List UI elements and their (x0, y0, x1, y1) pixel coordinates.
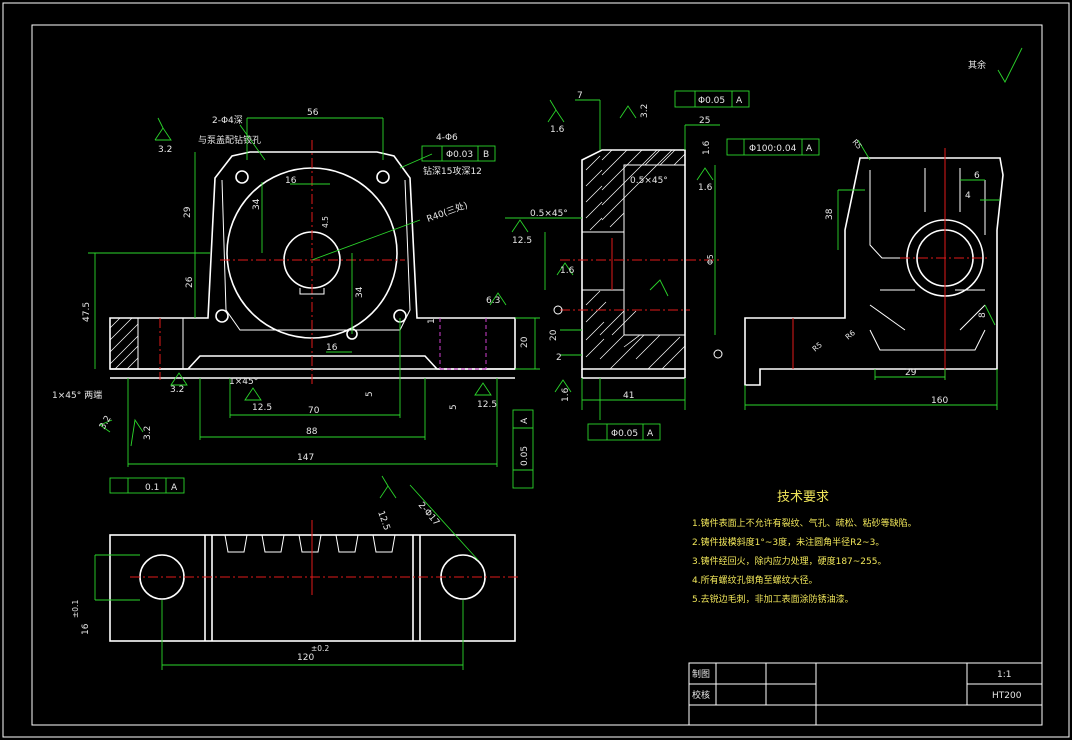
dim-1: 1 (427, 318, 437, 324)
title-material: HT200 (992, 691, 1022, 701)
rough-3-2-a: 3.2 (158, 145, 172, 155)
title-checked-label: 校核 (692, 689, 710, 701)
dim-16-top: 16 (285, 176, 297, 186)
tech-req-item-5: 5.去锐边毛刺，非加工表面涂防锈油漆。 (692, 593, 854, 605)
chamfer-1x45: 1×45° (229, 377, 258, 387)
dim-120: 120 (297, 653, 314, 663)
right-view (744, 139, 1004, 410)
tol-datum-a2: A (520, 417, 530, 424)
rough-1-6: 1.6 (550, 125, 565, 135)
tol-position-phi003: Φ0.03 (446, 150, 473, 160)
dim-147: 147 (297, 453, 314, 463)
dim-20-side: 20 (549, 329, 559, 341)
radius-r6: R6 (844, 328, 858, 341)
chamfer-05-a: 0.5×45° (630, 176, 668, 186)
dim-29-right: 29 (905, 368, 917, 378)
dim-26: 26 (185, 276, 195, 288)
tol-120: ±0.2 (311, 644, 329, 653)
tol-datum-side-b: A (806, 144, 813, 154)
rough-1-6-b: 1.6 (702, 140, 712, 155)
rough-12-5-top: 12.5 (375, 510, 391, 532)
dim-34-b: 34 (355, 286, 365, 298)
dim-8-right: 8 (978, 312, 988, 318)
rough-1-6-e: 1.6 (561, 387, 571, 402)
rough-3-2-side: 3.2 (640, 104, 650, 118)
tol-datum-b: B (483, 150, 489, 160)
top-view (94, 475, 520, 670)
dim-2-side: 2 (556, 353, 562, 363)
rough-12-5-a: 12.5 (252, 403, 272, 413)
title-drawn-label: 制图 (692, 668, 710, 680)
dim-38: 38 (825, 208, 835, 220)
roughness-corner (997, 47, 1023, 83)
side-view (505, 90, 820, 441)
note-drill-ream: 与泵盖配钻铰孔 (198, 134, 261, 146)
tol-perp-005: Φ0.05 (698, 96, 725, 106)
dim-5-b: 5 (449, 404, 459, 410)
rough-3-2-c: 3.2 (143, 426, 153, 440)
dim-4-5: 4.5 (321, 216, 330, 228)
dim-phi-side: Φ5 (706, 254, 715, 265)
rough-1-6-c: 1.6 (698, 183, 713, 193)
tech-req-item-2: 2.铸件拔模斜度1°~3度，未注圆角半径R2~3。 (692, 536, 884, 548)
dim-20: 20 (520, 336, 530, 348)
dim-6-right: 6 (974, 171, 980, 181)
tech-req-item-1: 1.铸件表面上不允许有裂纹、气孔、疏松、粘砂等缺陷。 (692, 517, 917, 529)
dim-16-bottom: 16 (326, 343, 338, 353)
tol-datum-a: A (171, 483, 178, 493)
tech-req-item-4: 4.所有螺纹孔倒角至螺纹大径。 (692, 574, 818, 586)
dim-47-5: 47.5 (82, 302, 92, 322)
tol-flatness-01: 0.1 (145, 483, 159, 493)
tol-datum-side-c: A (647, 429, 654, 439)
inner-frame (31, 24, 1043, 726)
dim-7: 7 (577, 91, 583, 101)
front-view (88, 117, 540, 494)
dim-r40: R40(三处) (425, 199, 469, 225)
rough-6-3: 6.3 (486, 296, 500, 306)
chamfer-05-b: 0.5×45° (530, 209, 568, 219)
note-drill-tap: 钻深15攻深12 (423, 165, 482, 177)
tol-perp-005-b: Φ0.05 (611, 429, 638, 439)
radius-r5: R5 (850, 138, 863, 152)
title-scale: 1:1 (997, 670, 1011, 680)
rough-1-6-d: 1.6 (560, 266, 575, 276)
dim-5: 5 (365, 391, 375, 397)
dim-4-phi6: 4-Φ6 (436, 133, 458, 143)
tech-req-title: 技术要求 (777, 490, 829, 505)
radius-r5-b: R5 (811, 340, 825, 353)
dim-16-top: 16 (81, 623, 91, 635)
dim-34: 34 (252, 198, 262, 210)
tech-req-item-3: 3.铸件经回火，除内应力处理，硬度187~255。 (692, 555, 887, 567)
dim-160: 160 (931, 396, 948, 406)
dim-41: 41 (623, 391, 634, 401)
rough-12-5-b: 12.5 (477, 400, 497, 410)
dim-56: 56 (307, 108, 319, 118)
tol-parallel-005: 0.05 (520, 446, 530, 466)
tol-16: ±0.1 (71, 600, 80, 618)
dim-4-right: 4 (965, 191, 971, 201)
rough-3-2-b: 3.2 (170, 385, 184, 395)
tol-parallel-100: Φ100:0.04 (749, 144, 797, 154)
rough-12-5-side: 12.5 (512, 236, 532, 246)
title-block (688, 662, 1043, 726)
dim-25: 25 (699, 116, 710, 126)
roughness-other-label: 其余 (968, 59, 986, 71)
rough-3-2-d: 3.2 (98, 414, 114, 431)
dim-88: 88 (306, 427, 318, 437)
dim-70: 70 (308, 406, 320, 416)
tol-datum-side: A (736, 96, 743, 106)
dim-29: 29 (183, 206, 193, 218)
chamfer-both-ends: 1×45° 两端 (52, 389, 102, 401)
dim-2-phi4: 2-Φ4深 (212, 115, 243, 126)
